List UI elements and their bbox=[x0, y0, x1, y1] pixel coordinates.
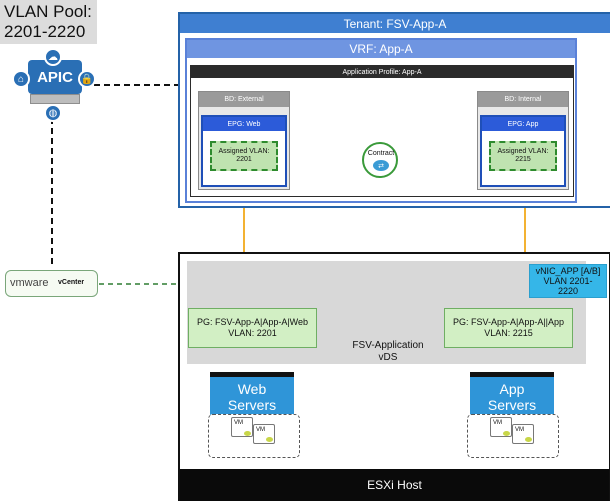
contract-icon: ⇄ bbox=[373, 160, 389, 171]
application-profile-title: Application Profile: App-A bbox=[191, 66, 573, 78]
vds-line2: vDS bbox=[378, 352, 398, 363]
contract-label: Contract bbox=[367, 150, 395, 157]
tenant-title: Tenant: FSV-App-A bbox=[180, 14, 610, 33]
vds-line1: FSV-Application bbox=[352, 340, 424, 351]
pg-web-name: PG: FSV-App-A|App-A|Web bbox=[196, 317, 309, 327]
vnic-badge: vNIC_APP [A/B] VLAN 2201- 2220 bbox=[529, 264, 607, 298]
web-vm-2-label: VM bbox=[256, 427, 265, 433]
vnic-line3: 2220 bbox=[557, 286, 579, 296]
apic-left-node-icon: ⌂ bbox=[12, 70, 30, 88]
bd-internal-title: BD: Internal bbox=[478, 92, 568, 107]
app-vm-2-icon bbox=[525, 437, 532, 442]
pg-app-name: PG: FSV-App-A|App-A||App bbox=[452, 317, 565, 327]
web-servers: Web Servers bbox=[210, 372, 294, 417]
vlan-pool-range: 2201-2220 bbox=[4, 22, 86, 41]
pg-web: PG: FSV-App-A|App-A|Web VLAN: 2201 bbox=[188, 308, 317, 348]
vmware-logo: vmware bbox=[10, 277, 49, 289]
apic-right-node-icon: 🔒 bbox=[78, 70, 96, 88]
app-servers: App Servers bbox=[470, 372, 554, 417]
apic-server-icon bbox=[30, 94, 80, 104]
vlan-pool-box: VLAN Pool: 2201-2220 bbox=[0, 0, 97, 44]
epg-app-assigned-vlan: Assigned VLAN: 2215 bbox=[489, 141, 557, 171]
web-vm-1-label: VM bbox=[234, 420, 243, 426]
vnic-line1: vNIC_APP [A/B] bbox=[535, 266, 601, 276]
epg-web-title: EPG: Web bbox=[203, 117, 285, 131]
app-vm-1-label: VM bbox=[493, 420, 502, 426]
apic-top-node-icon: ☁ bbox=[44, 48, 62, 66]
epg-web-assigned-label: Assigned VLAN: bbox=[218, 148, 270, 155]
epg-app-assigned-label: Assigned VLAN: bbox=[497, 148, 549, 155]
vds-label: FSV-Application vDS bbox=[340, 340, 436, 364]
vcenter-box bbox=[5, 270, 98, 297]
pg-app: PG: FSV-App-A|App-A||App VLAN: 2215 bbox=[444, 308, 573, 348]
epg-web-vlan: 2201 bbox=[236, 156, 252, 163]
apic-bottom-node-icon: ◍ bbox=[44, 104, 62, 122]
app-servers-line2: Servers bbox=[487, 397, 537, 413]
bd-external-title: BD: External bbox=[199, 92, 289, 107]
web-vm-2-icon bbox=[266, 437, 273, 442]
vrf-title: VRF: App-A bbox=[187, 40, 575, 58]
app-vm-1-icon bbox=[503, 431, 510, 436]
epg-app-title: EPG: App bbox=[482, 117, 564, 131]
web-servers-line1: Web bbox=[237, 381, 267, 397]
apic-label: APIC bbox=[37, 68, 73, 86]
epg-app-vlan: 2215 bbox=[515, 156, 531, 163]
app-servers-line1: App bbox=[499, 381, 525, 397]
web-servers-line2: Servers bbox=[227, 397, 277, 413]
vnic-line2: VLAN 2201- bbox=[543, 276, 593, 286]
vlan-pool-title: VLAN Pool: bbox=[4, 2, 92, 21]
web-vm-1-icon bbox=[244, 431, 251, 436]
epg-web-assigned-vlan: Assigned VLAN: 2201 bbox=[210, 141, 278, 171]
pg-web-vlan: VLAN: 2201 bbox=[228, 328, 277, 338]
pg-app-vlan: VLAN: 2215 bbox=[484, 328, 533, 338]
esxi-host-label: ESXi Host bbox=[180, 469, 609, 501]
app-vm-2-label: VM bbox=[515, 427, 524, 433]
vcenter-label: vCenter bbox=[58, 279, 85, 286]
